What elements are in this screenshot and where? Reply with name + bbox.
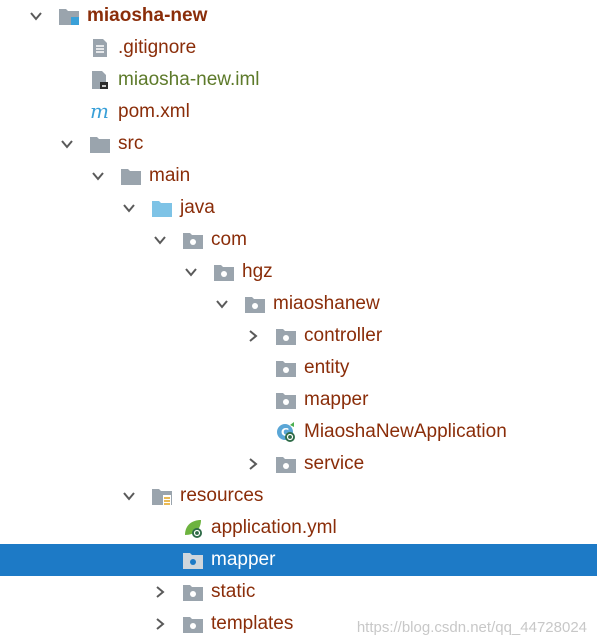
folder-icon (120, 166, 142, 186)
tree-item-label: mapper (211, 549, 276, 570)
tree-item-com[interactable]: com (0, 224, 597, 256)
svg-text:C: C (281, 426, 289, 439)
chevron-down-icon[interactable] (28, 8, 44, 24)
tree-item-label: java (180, 197, 215, 218)
watermark-text: https://blog.csdn.net/qq_44728024 (356, 619, 587, 636)
package-icon (244, 294, 266, 314)
tree-item-gitignore[interactable]: .gitignore (0, 32, 597, 64)
chevron-down-icon[interactable] (121, 200, 137, 216)
tree-item-java[interactable]: java (0, 192, 597, 224)
resources-folder-icon (151, 486, 173, 506)
tree-item-mapper-package[interactable]: mapper (0, 384, 597, 416)
package-icon (182, 230, 204, 250)
tree-item-hgz[interactable]: hgz (0, 256, 597, 288)
tree-item-miaoshanew[interactable]: miaoshanew (0, 288, 597, 320)
package-icon (275, 326, 297, 346)
chevron-down-icon[interactable] (214, 296, 230, 312)
package-icon (182, 614, 204, 634)
tree-item-label: miaosha-new (87, 5, 208, 26)
tree-item-label: templates (211, 613, 294, 634)
package-icon (275, 454, 297, 474)
tree-item-pom[interactable]: m pom.xml (0, 96, 597, 128)
chevron-right-icon[interactable] (152, 616, 168, 632)
tree-item-label: hgz (242, 261, 273, 282)
spring-config-icon (182, 518, 204, 538)
package-icon (275, 358, 297, 378)
tree-item-label: service (304, 453, 365, 474)
tree-item-application-yml[interactable]: application.yml (0, 512, 597, 544)
chevron-down-icon[interactable] (121, 488, 137, 504)
tree-item-label: application.yml (211, 517, 337, 538)
tree-item-entity[interactable]: entity (0, 352, 597, 384)
chevron-down-icon[interactable] (59, 136, 75, 152)
chevron-down-icon[interactable] (183, 264, 199, 280)
tree-item-templates[interactable]: templates (0, 608, 597, 640)
tree-item-label: mapper (304, 389, 369, 410)
tree-item-static[interactable]: static (0, 576, 597, 608)
folder-icon (89, 134, 111, 154)
tree-item-miaosha-new-application[interactable]: C MiaoshaNewApplication (0, 416, 597, 448)
maven-icon: m (89, 102, 111, 122)
package-icon (275, 390, 297, 410)
chevron-right-icon[interactable] (245, 328, 261, 344)
spring-boot-class-icon: C (275, 422, 297, 442)
source-folder-icon (151, 198, 173, 218)
package-icon (182, 582, 204, 602)
tree-item-label: resources (180, 485, 264, 506)
tree-item-label: entity (304, 357, 350, 378)
package-icon (182, 550, 204, 570)
tree-item-label: com (211, 229, 247, 250)
tree-item-label: miaosha-new.iml (118, 69, 260, 90)
tree-item-label: pom.xml (118, 101, 190, 122)
module-folder-icon (58, 6, 80, 26)
tree-item-label: static (211, 581, 256, 602)
tree-item-label: .gitignore (118, 37, 197, 58)
chevron-down-icon[interactable] (152, 232, 168, 248)
tree-item-miaosha-new[interactable]: miaosha-new (0, 0, 597, 32)
tree-item-label: controller (304, 325, 383, 346)
tree-item-src[interactable]: src (0, 128, 597, 160)
tree-item-label: MiaoshaNewApplication (304, 421, 507, 442)
tree-item-controller[interactable]: controller (0, 320, 597, 352)
package-icon (213, 262, 235, 282)
chevron-down-icon[interactable] (90, 168, 106, 184)
text-file-icon (89, 38, 111, 58)
tree-item-label: src (118, 133, 144, 154)
chevron-right-icon[interactable] (245, 456, 261, 472)
iml-file-icon (89, 70, 111, 90)
tree-item-label: main (149, 165, 191, 186)
chevron-right-icon[interactable] (152, 584, 168, 600)
tree-item-main[interactable]: main (0, 160, 597, 192)
tree-item-label: miaoshanew (273, 293, 380, 314)
tree-item-service[interactable]: service (0, 448, 597, 480)
tree-item-mapper-resources[interactable]: mapper (0, 544, 597, 576)
tree-item-iml[interactable]: miaosha-new.iml (0, 64, 597, 96)
svg-text:m: m (90, 102, 109, 122)
tree-item-resources[interactable]: resources (0, 480, 597, 512)
